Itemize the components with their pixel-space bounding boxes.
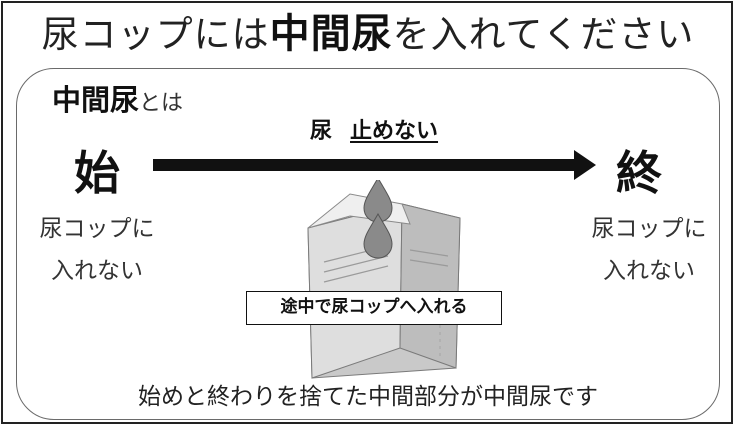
definition-term: 中間尿 <box>52 83 140 117</box>
flow-start-label: 始 <box>74 146 120 200</box>
page-title: 尿コップには中間尿を入れてください <box>0 10 736 59</box>
urine-cup-illustration <box>307 180 461 379</box>
title-prefix: 尿コップには <box>41 13 270 56</box>
urine-cup-icon <box>307 193 461 379</box>
summary-text: 始めと終わりを捨てた中間部分が中間尿です <box>138 384 598 410</box>
arrow-label: 尿止めない <box>310 118 438 146</box>
callout-box: 途中で尿コップへ入れる <box>246 291 502 325</box>
end-note-line2: 入れない <box>603 258 695 284</box>
end-note-line1: 尿コップに <box>591 216 707 242</box>
start-note: 尿コップに 入れない <box>22 208 172 292</box>
title-emphasis: 中間尿 <box>269 11 393 57</box>
arrow-right-icon <box>574 150 596 180</box>
explanation-panel <box>16 68 720 420</box>
arrow-label-lead: 尿 <box>310 119 333 144</box>
start-note-line2: 入れない <box>51 258 143 284</box>
end-note: 尿コップに 入れない <box>574 208 724 292</box>
flow-end-label: 終 <box>616 146 662 200</box>
flow-arrow-shaft <box>153 159 578 171</box>
definition-particle: とは <box>139 91 184 116</box>
arrow-label-emphasis: 止めない <box>350 119 439 144</box>
definition-heading: 中間尿とは <box>52 82 183 123</box>
droplet-icon <box>363 212 393 259</box>
title-suffix: を入れてください <box>392 13 695 56</box>
start-note-line1: 尿コップに <box>39 216 155 242</box>
